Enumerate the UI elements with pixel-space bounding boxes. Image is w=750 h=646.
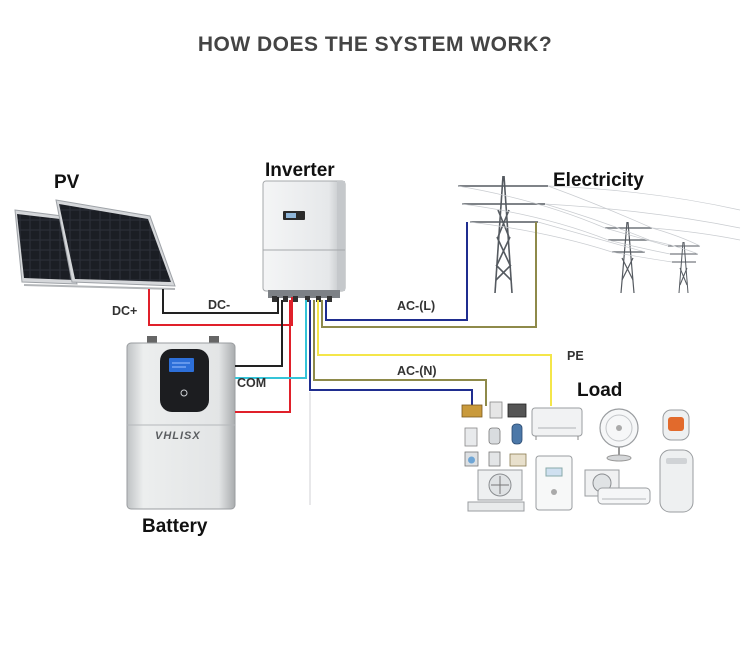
wire-ac-n-olive [313,300,487,406]
battery-screen [169,358,194,372]
pv-panels [14,199,176,290]
desk-fan-icon [599,408,639,462]
label-battery: Battery [142,516,208,537]
wire-ac-olive [321,222,537,328]
radiator-heater-icon [531,407,583,437]
tower-small [668,241,700,294]
wire-ac-l [325,222,468,321]
label-pe: PE [567,349,584,363]
split-ac-indoor-icon [597,487,651,505]
load-appliances [461,401,694,513]
wire-battery-red [235,300,291,413]
wire-dc-minus [162,289,279,314]
label-dc-plus: DC+ [112,304,138,318]
label-ac-l: AC-(L) [397,299,436,313]
wire-com [235,300,307,379]
vacuum-icon [511,423,523,445]
label-dc-minus: DC- [208,298,231,312]
toaster-oven-icon [461,404,483,418]
microwave-icon [507,403,527,418]
label-inverter: Inverter [265,160,335,181]
fridge-icon [464,427,478,447]
bread-maker-icon [509,453,527,467]
wire-dc-plus [148,289,293,326]
wire-pe [317,300,552,406]
label-pv: PV [54,172,80,193]
wire-battery-black [235,300,283,367]
inverter-unit [262,180,346,302]
tower-medium [605,221,652,294]
tower-large [458,175,548,294]
battery-power-icon [180,389,188,397]
wiring [148,222,552,505]
boiler-cylinder-icon [659,449,694,513]
label-electricity: Electricity [553,170,644,191]
dispenser-icon [488,451,501,467]
page-title: HOW DOES THE SYSTEM WORK? [197,33,553,56]
ac-outdoor-unit-icon [467,469,525,512]
transmission-towers [457,175,741,294]
kettle-icon [488,427,501,445]
label-ac-n: AC-(N) [397,364,437,378]
wire-ac-n-blue [309,300,473,406]
battery-unit [126,336,236,510]
blender-icon [489,401,503,419]
power-lines [457,185,741,263]
space-heater-icon [662,409,690,441]
gas-water-heater-icon [535,455,573,511]
label-com: COM [237,376,267,390]
battery-brand-logo: VHLISX [155,430,201,442]
label-load: Load [577,380,623,401]
